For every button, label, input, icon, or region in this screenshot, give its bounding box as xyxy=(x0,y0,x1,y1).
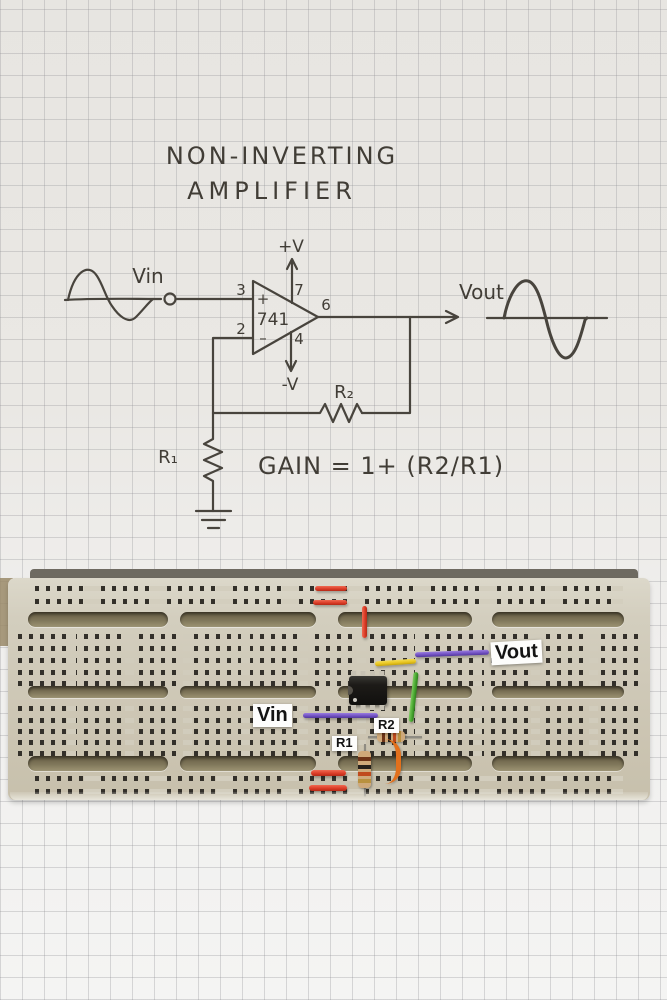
hole-row xyxy=(18,670,640,675)
opamp-ic-chip xyxy=(348,671,387,710)
pin6-label: 6 xyxy=(321,296,331,314)
output-wire-arrow xyxy=(316,309,460,325)
red-jumper-bottom-1 xyxy=(311,770,346,776)
breadboard-groove xyxy=(338,612,472,627)
sticker-r1: R1 xyxy=(332,735,357,751)
vplus-label: +V xyxy=(278,237,304,257)
pin2-label: 2 xyxy=(236,320,246,338)
orange-jumper xyxy=(380,739,401,784)
breadboard-groove xyxy=(180,686,316,698)
breadboard-groove xyxy=(492,612,624,627)
sticker-vout: Vout xyxy=(490,639,543,666)
input-sine-wave xyxy=(66,268,155,322)
schematic-vout-label: Vout xyxy=(459,280,504,304)
opamp-plus-sign: + xyxy=(257,290,270,308)
opamp-minus-sign: – xyxy=(259,329,267,347)
ic-notch xyxy=(348,686,353,695)
breadboard-groove xyxy=(492,756,624,771)
breadboard-groove xyxy=(180,612,316,627)
vplus-arrow xyxy=(285,257,299,305)
hole-row xyxy=(18,646,640,651)
purple-jumper-vin xyxy=(303,713,378,718)
ground-symbol xyxy=(194,509,233,530)
pin3-label: 3 xyxy=(236,281,246,299)
output-sine-wave xyxy=(502,279,589,360)
breadboard-groove xyxy=(28,612,168,627)
ic-pins-bottom xyxy=(351,705,386,710)
hole-row xyxy=(35,776,623,781)
r1-resistor xyxy=(358,751,371,788)
red-jumper-bottom-2 xyxy=(309,785,347,791)
breadboard-groove xyxy=(28,756,168,771)
hole-row xyxy=(18,751,640,756)
pin7-label: 7 xyxy=(294,281,304,299)
breadboard: Vin Vout R2 R1 xyxy=(8,578,650,800)
hole-row xyxy=(18,740,640,745)
hole-row xyxy=(18,718,640,723)
r1-symbol-label: R₁ xyxy=(158,447,178,468)
opamp-triangle xyxy=(251,279,320,356)
breadboard-groove xyxy=(180,756,316,771)
red-jumper-vertical xyxy=(362,606,367,638)
schematic-vin-label: Vin xyxy=(132,264,163,288)
sticker-vin: Vin xyxy=(253,704,292,727)
input-terminal xyxy=(163,292,177,306)
breadboard-groove xyxy=(338,756,472,771)
breadboard-groove xyxy=(28,686,168,698)
feedback-wire-right xyxy=(360,315,412,415)
hole-row xyxy=(18,729,640,734)
breadboard-groove xyxy=(492,686,624,698)
r2-symbol-label: R₂ xyxy=(334,382,354,403)
feedback-wire-left xyxy=(211,336,255,415)
r2-resistor-symbol xyxy=(211,402,364,424)
schematic-drawing: NON-INVERTING AMPLIFIER Vin 741 + – 3 2 … xyxy=(63,142,609,530)
vminus-label: -V xyxy=(282,375,299,395)
red-jumper-top-2 xyxy=(313,600,347,605)
pin4-label: 4 xyxy=(294,330,304,348)
schematic-title-line2: AMPLIFIER xyxy=(187,177,357,205)
gain-equation: GAIN = 1+ (R2/R1) xyxy=(258,452,504,480)
schematic-title-line1: NON-INVERTING xyxy=(166,142,398,170)
hole-row xyxy=(18,681,640,686)
vminus-arrow xyxy=(284,330,298,373)
red-jumper-top-1 xyxy=(315,586,347,591)
sticker-r2: R2 xyxy=(374,717,399,733)
input-wire xyxy=(63,297,163,302)
hole-row xyxy=(18,634,640,639)
ic-pins-top xyxy=(351,671,386,676)
r1-resistor-symbol xyxy=(202,411,224,513)
opamp-part-number: 741 xyxy=(257,310,289,330)
hole-row xyxy=(18,658,640,663)
ic-pin1-dot xyxy=(353,698,357,702)
r2-resistor xyxy=(377,731,405,742)
hole-row xyxy=(18,706,640,711)
